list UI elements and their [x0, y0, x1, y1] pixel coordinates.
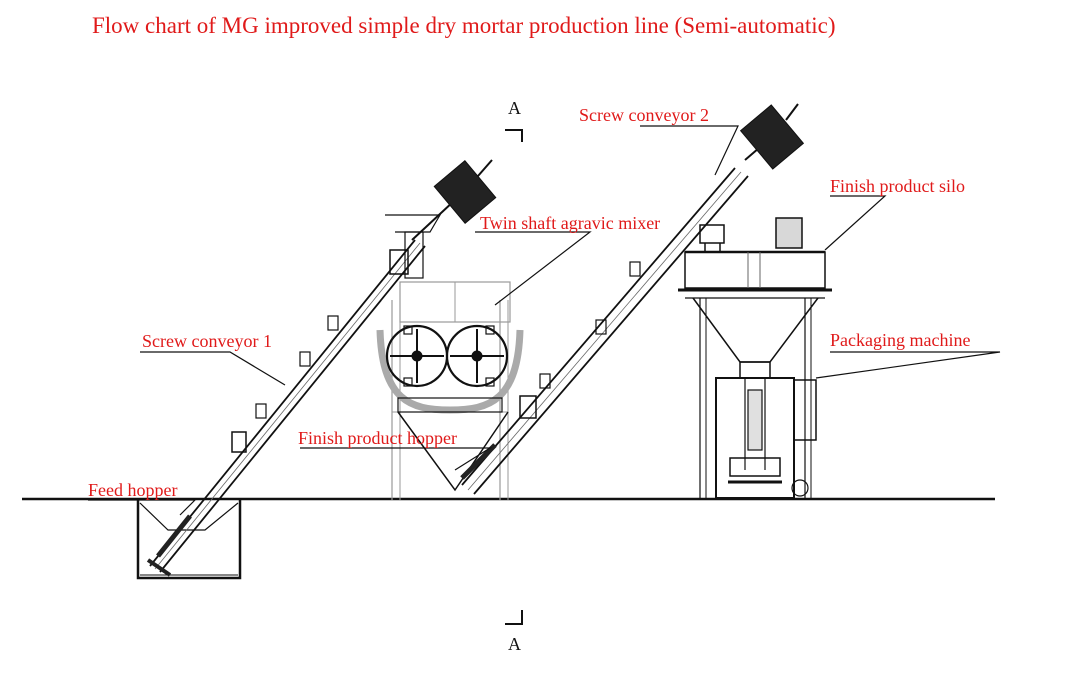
label-screw-conveyor-2: Screw conveyor 2 [579, 105, 709, 125]
diagram-title: Flow chart of MG improved simple dry mor… [92, 13, 836, 38]
label-screw-conveyor-1: Screw conveyor 1 [142, 331, 272, 351]
label-finish-product-silo: Finish product silo [830, 176, 965, 196]
screw-conveyor-1 [146, 159, 497, 577]
callout-leaders [88, 125, 1001, 516]
twin-shaft-mixer [376, 214, 524, 500]
packaging-machine [715, 361, 817, 499]
label-twin-shaft-mixer: Twin shaft agravic mixer [480, 213, 660, 233]
feed-hopper-pit [136, 499, 242, 580]
screw-conveyor-2 [460, 103, 805, 495]
section-marker-top: A [505, 98, 523, 142]
section-marker-bottom: A [505, 610, 523, 654]
section-label-top: A [508, 98, 521, 118]
label-finish-product-hopper: Finish product hopper [298, 428, 457, 448]
label-packaging-machine: Packaging machine [830, 330, 970, 350]
section-label-bottom: A [508, 634, 521, 654]
finish-product-silo [678, 217, 832, 500]
label-feed-hopper: Feed hopper [88, 480, 177, 500]
